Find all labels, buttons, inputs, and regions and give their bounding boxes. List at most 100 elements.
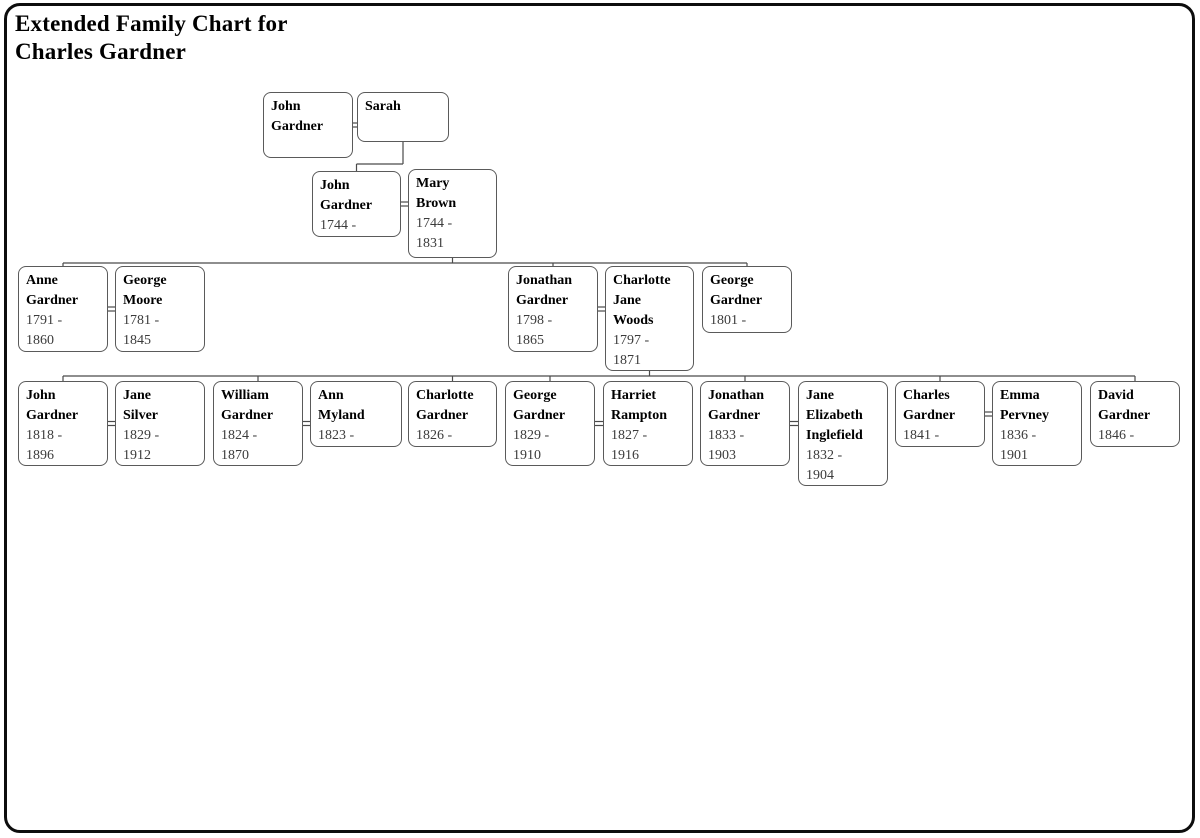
- person-name-line: John: [271, 99, 301, 114]
- person-name-line: Jonathan: [708, 388, 765, 403]
- person-name-line: Brown: [416, 196, 457, 211]
- chart-title-line2: Charles Gardner: [15, 39, 187, 64]
- person-name-line: Silver: [123, 408, 158, 423]
- person-date-line: 1781 -: [123, 313, 160, 328]
- person-date-line: 1865: [516, 333, 544, 348]
- person-name-line: Gardner: [416, 408, 469, 423]
- person-name-line: Gardner: [26, 408, 79, 423]
- person-name-line: Inglefield: [806, 428, 863, 443]
- person-name-line: Jane: [123, 388, 151, 403]
- person-name-line: Sarah: [365, 99, 401, 114]
- person-date-line: 1903: [708, 448, 736, 463]
- person-name-line: John: [320, 178, 350, 193]
- person-date-line: 1829 -: [123, 428, 160, 443]
- person-date-line: 1845: [123, 333, 151, 348]
- chart-title-line1: Extended Family Chart for: [15, 11, 288, 36]
- person-date-line: 1798 -: [516, 313, 553, 328]
- person-date-line: 1831: [416, 236, 444, 251]
- person-name-line: Pervney: [1000, 408, 1049, 423]
- person-date-line: 1836 -: [1000, 428, 1037, 443]
- person-date-line: 1910: [513, 448, 541, 463]
- person-date-line: 1829 -: [513, 428, 550, 443]
- person-name-line: Jane: [806, 388, 834, 403]
- person-date-line: 1916: [611, 448, 639, 463]
- person-date-line: 1832 -: [806, 448, 843, 463]
- person-name-line: Harriet: [611, 388, 657, 403]
- person-date-line: 1846 -: [1098, 428, 1135, 443]
- person-date-line: 1797 -: [613, 333, 650, 348]
- person-name-line: Jane: [613, 293, 641, 308]
- person-date-line: 1871: [613, 353, 641, 368]
- person-date-line: 1841 -: [903, 428, 940, 443]
- person-name-line: David: [1098, 388, 1134, 403]
- person-date-line: 1801 -: [710, 313, 747, 328]
- person-name-line: Rampton: [611, 408, 668, 423]
- chart-title: Extended Family Chart for Charles Gardne…: [15, 10, 288, 66]
- person-name-line: Gardner: [708, 408, 761, 423]
- person-name-line: George: [513, 388, 557, 403]
- person-name-line: Gardner: [516, 293, 569, 308]
- person-name-line: Gardner: [320, 198, 373, 213]
- person-date-line: 1896: [26, 448, 54, 463]
- person-date-line: 1744 -: [416, 216, 453, 231]
- person-name-line: Gardner: [1098, 408, 1151, 423]
- person-date-line: 1901: [1000, 448, 1028, 463]
- person-date-line: 1818 -: [26, 428, 63, 443]
- person-name-line: Charlotte: [613, 273, 671, 288]
- person-date-line: 1827 -: [611, 428, 648, 443]
- person-name-line: John: [26, 388, 56, 403]
- person-date-line: 1823 -: [318, 428, 355, 443]
- person-name-line: George: [710, 273, 754, 288]
- person-date-line: 1833 -: [708, 428, 745, 443]
- person-date-line: 1860: [26, 333, 54, 348]
- person-name-line: Gardner: [513, 408, 566, 423]
- person-name-line: Woods: [613, 313, 654, 328]
- person-name-line: Gardner: [903, 408, 956, 423]
- person-name-line: Anne: [26, 273, 58, 288]
- person-name-line: George: [123, 273, 167, 288]
- person-name-line: Moore: [123, 293, 163, 308]
- person-date-line: 1912: [123, 448, 151, 463]
- person-name-line: Ann: [318, 388, 344, 403]
- person-name-line: Emma: [1000, 388, 1040, 403]
- person-name-line: Gardner: [221, 408, 274, 423]
- person-name-line: Mary: [416, 176, 450, 191]
- person-name-line: Charlotte: [416, 388, 474, 403]
- person-name-line: Myland: [318, 408, 365, 423]
- person-date-line: 1904: [806, 468, 834, 483]
- person-date-line: 1744 -: [320, 218, 357, 233]
- person-date-line: 1791 -: [26, 313, 63, 328]
- person-date-line: 1826 -: [416, 428, 453, 443]
- person-box-sarah[interactable]: Sarah: [357, 92, 449, 142]
- person-date-line: 1870: [221, 448, 249, 463]
- person-date-line: 1824 -: [221, 428, 258, 443]
- person-name-line: Gardner: [271, 119, 324, 134]
- person-name-line: Gardner: [710, 293, 763, 308]
- person-name-line: William: [221, 388, 269, 403]
- person-name-line: Gardner: [26, 293, 79, 308]
- person-name-line: Jonathan: [516, 273, 573, 288]
- person-name-line: Elizabeth: [806, 408, 863, 423]
